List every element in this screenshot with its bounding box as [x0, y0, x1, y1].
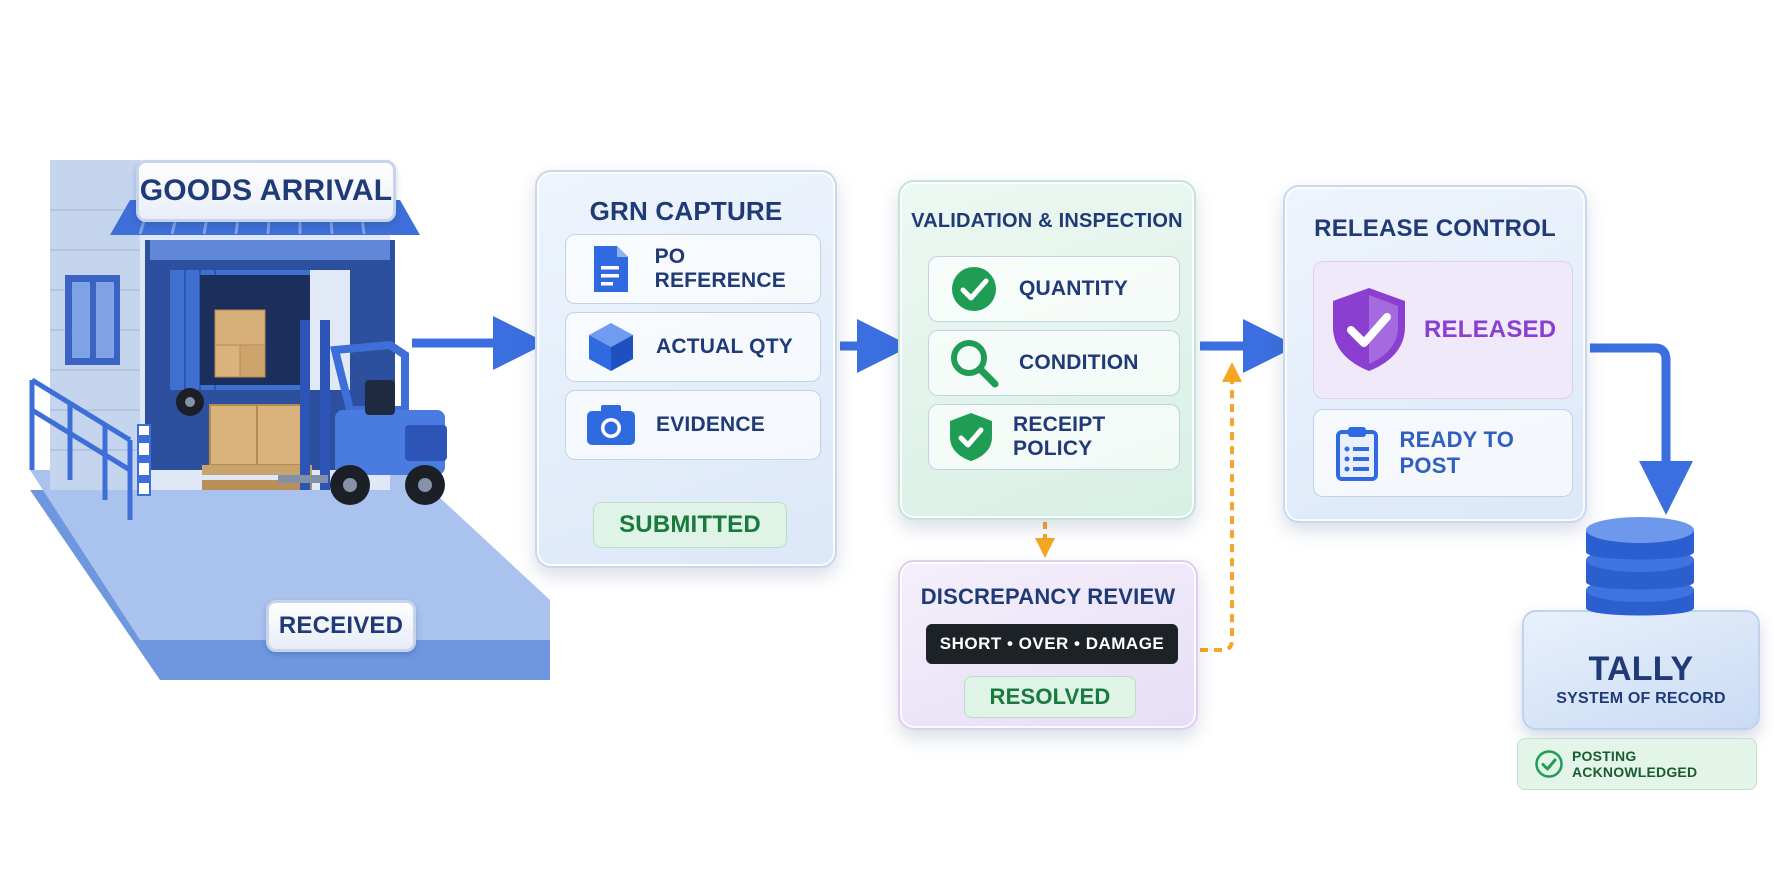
warehouse-graphic: [29, 160, 550, 680]
cube-icon: [566, 321, 656, 373]
arrow-discrepancy-to-release: [1200, 362, 1242, 652]
tally-title: TALLY: [1588, 650, 1694, 688]
release-item-released[interactable]: RELEASED: [1313, 261, 1573, 399]
posting-acknowledged-label: POSTING ACKNOWLEDGED: [1572, 748, 1698, 780]
posting-acknowledged-badge: POSTING ACKNOWLEDGED: [1517, 738, 1757, 790]
submitted-badge: SUBMITTED: [593, 502, 787, 548]
resolved-badge: RESOLVED: [964, 676, 1136, 718]
clipboard-icon: [1314, 425, 1400, 481]
check-circle-icon: [929, 264, 1019, 314]
warehouse-illustration: GOODS ARRIVAL RECEIVED: [10, 140, 570, 680]
goods-arrival-sign: GOODS ARRIVAL: [136, 160, 396, 222]
document-icon: [566, 244, 655, 294]
grn-capture-title: GRN CAPTURE: [589, 196, 783, 226]
forklift: [278, 320, 447, 505]
discrepancy-title: DISCREPANCY REVIEW: [920, 584, 1176, 609]
grn-item-label: ACTUAL QTY: [656, 335, 793, 358]
grn-item-po-reference[interactable]: PO REFERENCE: [565, 234, 821, 304]
discrepancy-tags: SHORT • OVER • DAMAGE: [926, 624, 1178, 664]
camera-icon: [566, 403, 656, 447]
grn-item-label: PO REFERENCE: [654, 245, 786, 292]
validation-inspection-card[interactable]: VALIDATION & INSPECTION QUANTITY CONDITI…: [898, 180, 1196, 520]
validation-item-receipt-policy[interactable]: RECEIPT POLICY: [928, 404, 1180, 470]
validation-item-quantity[interactable]: QUANTITY: [928, 256, 1180, 322]
validation-item-label: QUANTITY: [1019, 277, 1128, 300]
validation-title: VALIDATION & INSPECTION: [911, 210, 1183, 232]
ready-to-post-label: READY TO POST: [1399, 427, 1515, 478]
shield-check-icon: [929, 411, 1013, 463]
grn-capture-card[interactable]: GRN CAPTURE PO REFERENCE ACTUAL QTY EVID…: [535, 170, 837, 568]
grn-item-actual-qty[interactable]: ACTUAL QTY: [565, 312, 821, 382]
validation-item-condition[interactable]: CONDITION: [928, 330, 1180, 396]
arrow-release-to-tally: [1590, 343, 1693, 515]
tally-system-of-record[interactable]: TALLY SYSTEM OF RECORD: [1522, 510, 1760, 730]
received-sign: RECEIVED: [266, 600, 416, 652]
shield-check-icon: [1314, 285, 1424, 375]
grn-item-label: EVIDENCE: [656, 413, 765, 436]
tally-base: [1522, 610, 1760, 730]
released-label: RELEASED: [1424, 316, 1557, 343]
release-control-card[interactable]: RELEASE CONTROL RELEASED READY TO POST: [1283, 185, 1587, 523]
magnifier-icon: [929, 337, 1019, 389]
release-title: RELEASE CONTROL: [1314, 215, 1556, 242]
database-icon: [1586, 517, 1694, 616]
validation-item-label: CONDITION: [1019, 351, 1139, 374]
tally-subtitle: SYSTEM OF RECORD: [1556, 690, 1726, 707]
validation-item-label: RECEIPT POLICY: [1013, 413, 1106, 460]
release-item-ready-to-post[interactable]: READY TO POST: [1313, 409, 1573, 497]
check-circle-icon: [1534, 749, 1564, 779]
discrepancy-review-card[interactable]: DISCREPANCY REVIEW SHORT • OVER • DAMAGE…: [898, 560, 1198, 730]
grn-item-evidence[interactable]: EVIDENCE: [565, 390, 821, 460]
